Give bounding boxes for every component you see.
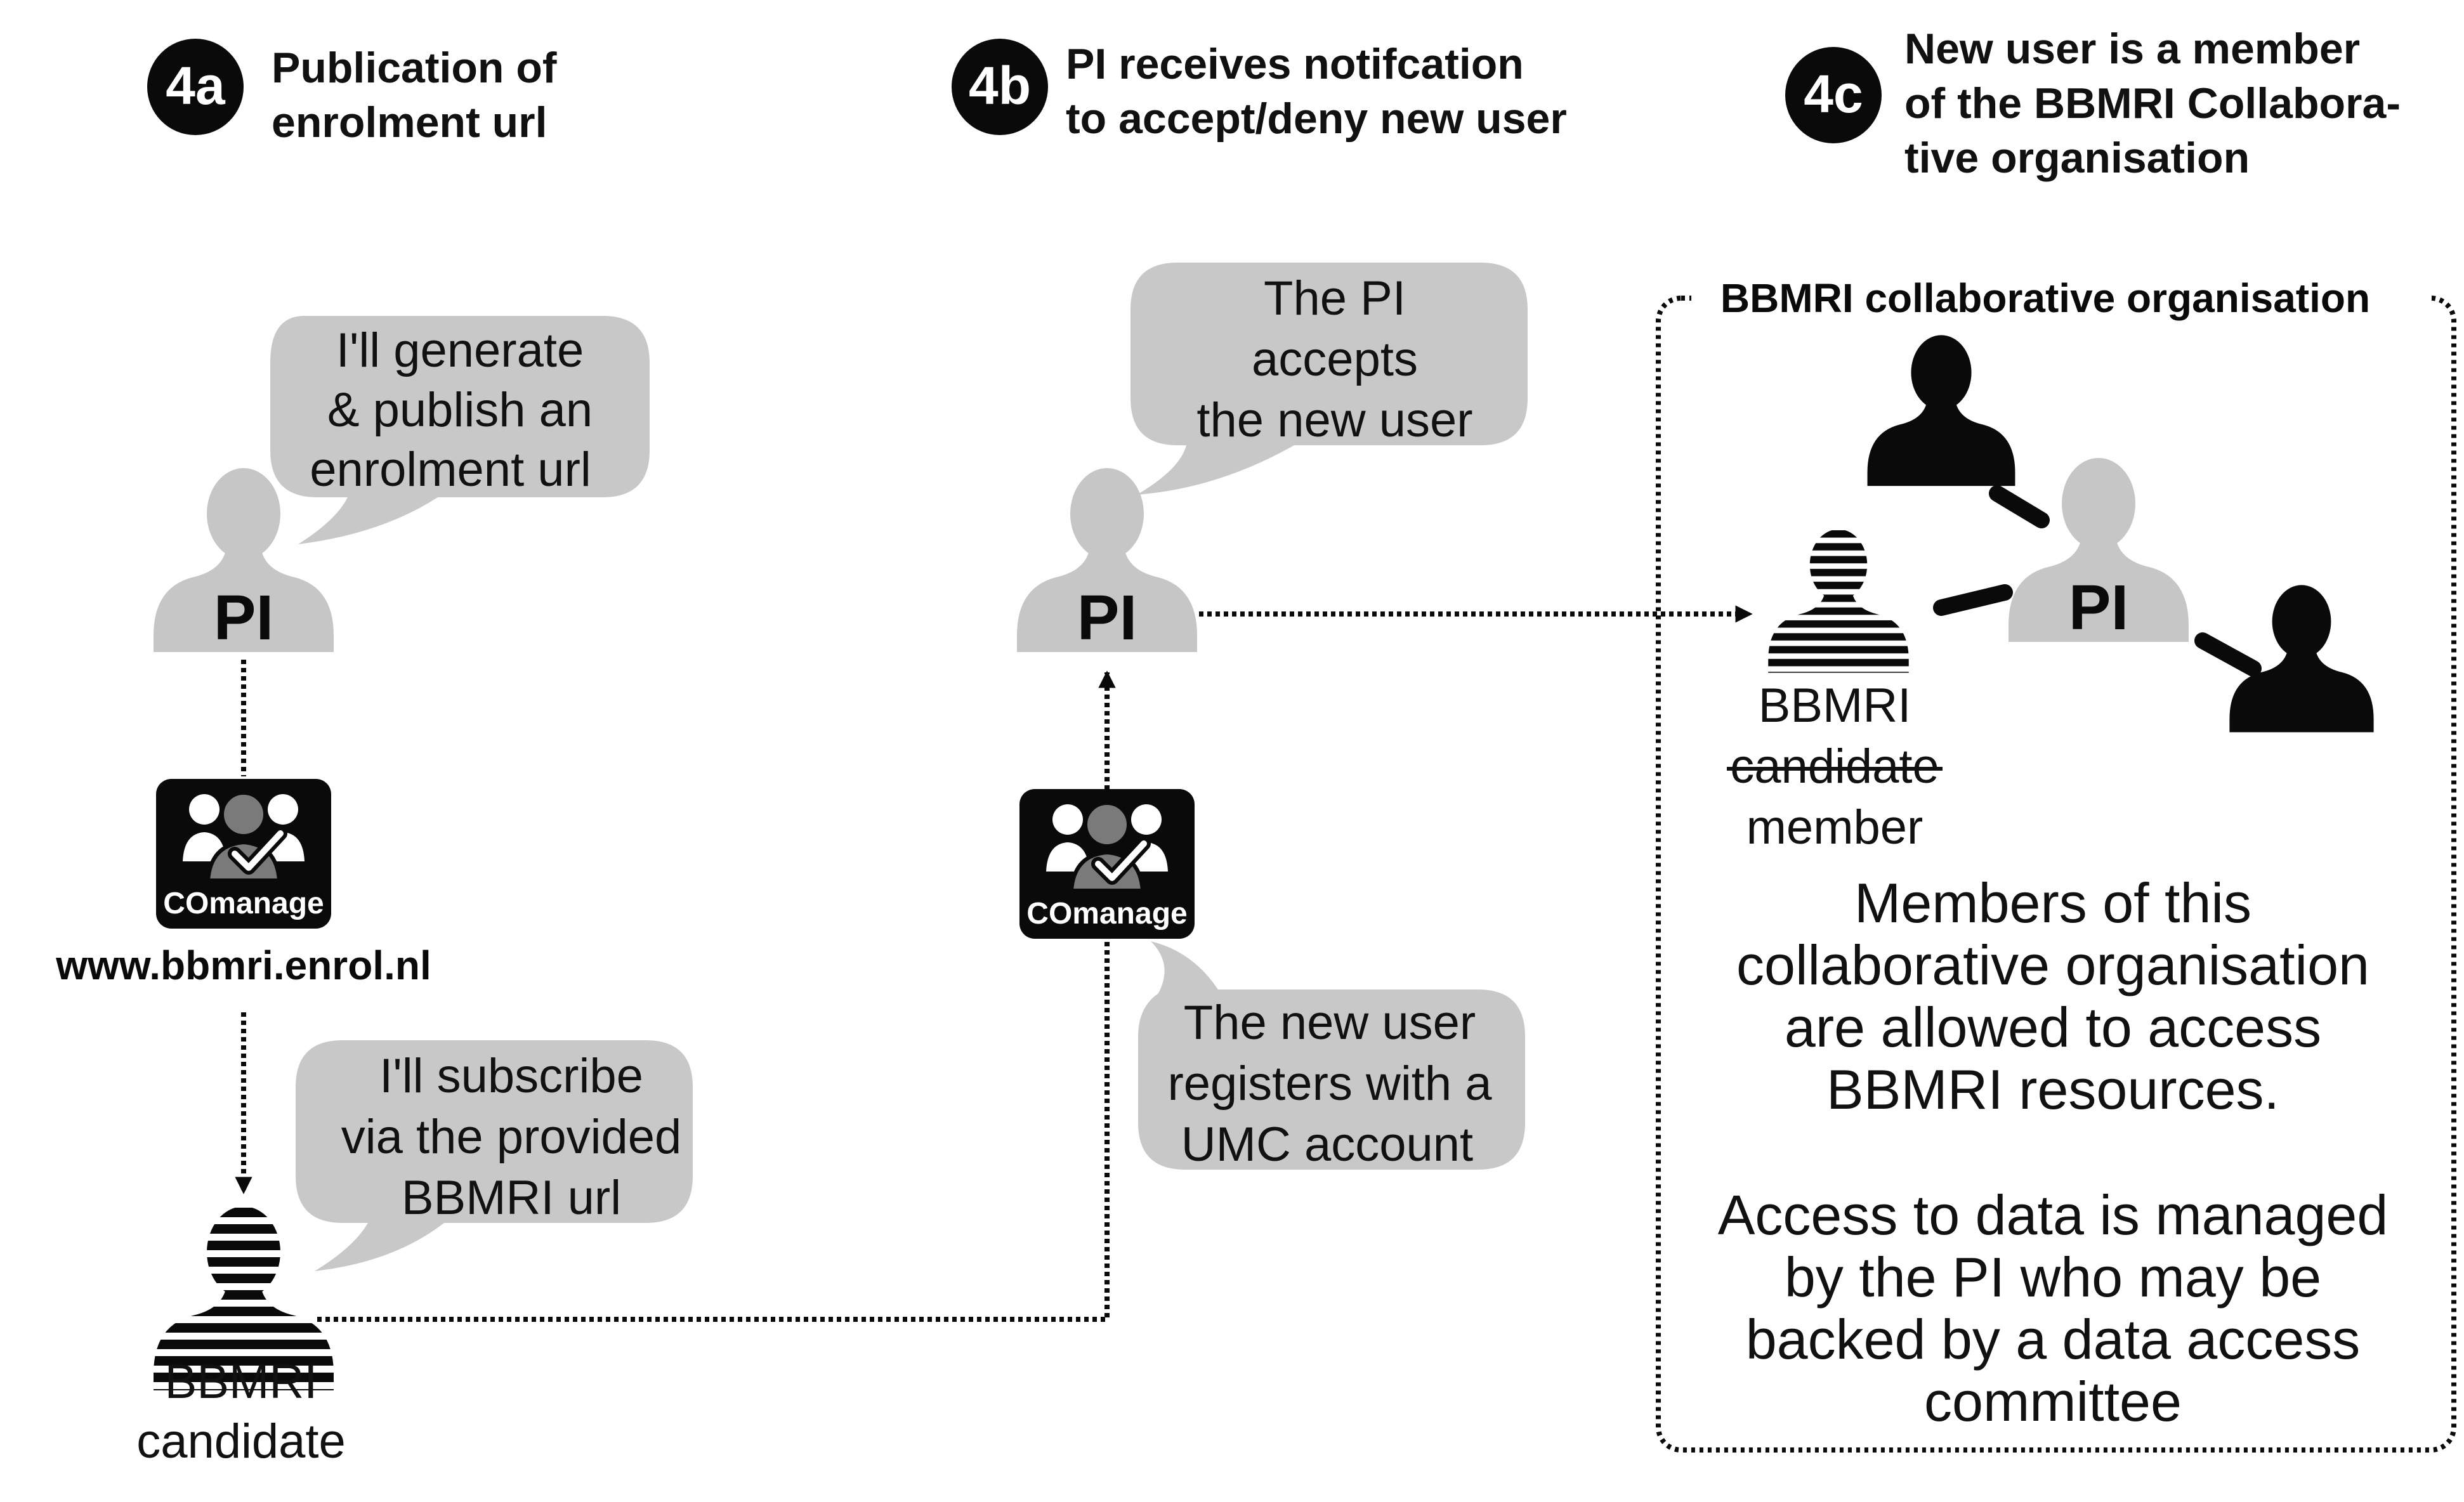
- member-person-icon-top: [1867, 335, 2015, 487]
- bubble-accepts-line-1: The PI: [1264, 271, 1406, 325]
- step-badge-4a: [147, 39, 244, 135]
- step-4c-title-line-1: New user is a member: [1904, 25, 2360, 73]
- step-4c-title-line-2: of the BBMRI Collabora-: [1904, 79, 2401, 127]
- member-label-struck: candidate: [1730, 740, 1939, 793]
- bubble-pi-generate-line-2: & publish an: [327, 383, 593, 437]
- bubble-registers-line-2: registers with a: [1167, 1057, 1492, 1111]
- bubble-accepts-line-2: accepts: [1252, 332, 1418, 386]
- bubble-subscribe-line-3: BBMRI url: [402, 1171, 621, 1225]
- step-4a-title-line-1: Publication of: [272, 44, 557, 92]
- speech-bubble-new-user-registers: The new user registers with a UMC accoun…: [1138, 941, 1525, 1172]
- speech-bubble-pi-accepts: The PI accepts the new user: [1130, 263, 1528, 495]
- comanage-logo-icon-4a: [156, 779, 331, 929]
- bubble-subscribe-line-1: I'll subscribe: [379, 1049, 643, 1103]
- organisation-title-backdrop: [1691, 274, 2430, 327]
- candidate-label-line-2: candidate: [136, 1414, 346, 1468]
- pi-label-4c: PI: [2069, 572, 2128, 643]
- candidate-label-line-1: BBMRI: [165, 1355, 318, 1409]
- enrol-url-label: www.bbmri.enrol.nl: [55, 943, 431, 988]
- step-badge-4c-label: 4c: [1804, 64, 1863, 124]
- step-badge-4b-label: 4b: [969, 56, 1031, 115]
- speech-bubble-pi-generate: I'll generate & publish an enrolment url: [270, 316, 650, 544]
- bubble-pi-generate-line-1: I'll generate: [336, 323, 584, 377]
- org-desc-1-line-1: Members of this: [1854, 872, 2251, 934]
- bubble-subscribe-line-2: via the provided: [341, 1110, 682, 1164]
- org-desc-2-line-3: backed by a data access: [1746, 1308, 2361, 1371]
- org-desc-1-line-4: BBMRI resources.: [1826, 1058, 2279, 1121]
- member-network-links: [1933, 485, 2262, 677]
- step-badge-4c: [1785, 47, 1882, 143]
- step-4c-title-line-3: tive organisation: [1904, 134, 2250, 182]
- collaborative-organisation-box: BBMRI collaborative organisation PI BBMR…: [1656, 274, 2456, 1453]
- organisation-title: BBMRI collaborative organisation: [1720, 275, 2370, 321]
- step-badge-4b: [952, 39, 1048, 135]
- member-label-member: member: [1746, 800, 1923, 854]
- org-desc-2-line-4: committee: [1924, 1370, 2182, 1433]
- org-desc-2-line-2: by the PI who may be: [1785, 1246, 2321, 1309]
- step-4b-title-line-2: to accept/deny new user: [1066, 95, 1567, 143]
- org-desc-1-line-3: are allowed to access: [1785, 996, 2321, 1059]
- step-4a-header: 4a Publication of enrolment url: [147, 39, 557, 147]
- step-4a-title-line-2: enrolment url: [272, 98, 547, 147]
- pi-label-4a: PI: [214, 582, 273, 653]
- step-4b-title-line-1: PI receives notifcation: [1066, 40, 1524, 88]
- pi-label-4b: PI: [1077, 582, 1137, 653]
- step-badge-4a-label: 4a: [166, 56, 226, 115]
- member-label-bbmri: BBMRI: [1759, 679, 1911, 733]
- new-member-person-icon: [1768, 529, 1909, 673]
- bubble-registers-line-1: The new user: [1184, 996, 1476, 1050]
- bubble-registers-line-3: UMC account: [1181, 1118, 1473, 1172]
- bubble-pi-generate-line-3: enrolment url: [310, 443, 591, 497]
- organisation-description-1: Members of this collaborative organisati…: [1736, 872, 2369, 1121]
- step-4b-header: 4b PI receives notifcation to accept/den…: [952, 39, 1567, 143]
- org-desc-2-line-1: Access to data is managed: [1718, 1184, 2389, 1246]
- step-4c-header: 4c New user is a member of the BBMRI Col…: [1785, 25, 2401, 182]
- organisation-description-2: Access to data is managed by the PI who …: [1718, 1184, 2389, 1433]
- speech-bubble-candidate-subscribe: I'll subscribe via the provided BBMRI ur…: [296, 1040, 693, 1271]
- bubble-accepts-line-3: the new user: [1196, 393, 1472, 447]
- comanage-logo-icon-4b: [1019, 789, 1195, 939]
- org-desc-1-line-2: collaborative organisation: [1736, 934, 2369, 996]
